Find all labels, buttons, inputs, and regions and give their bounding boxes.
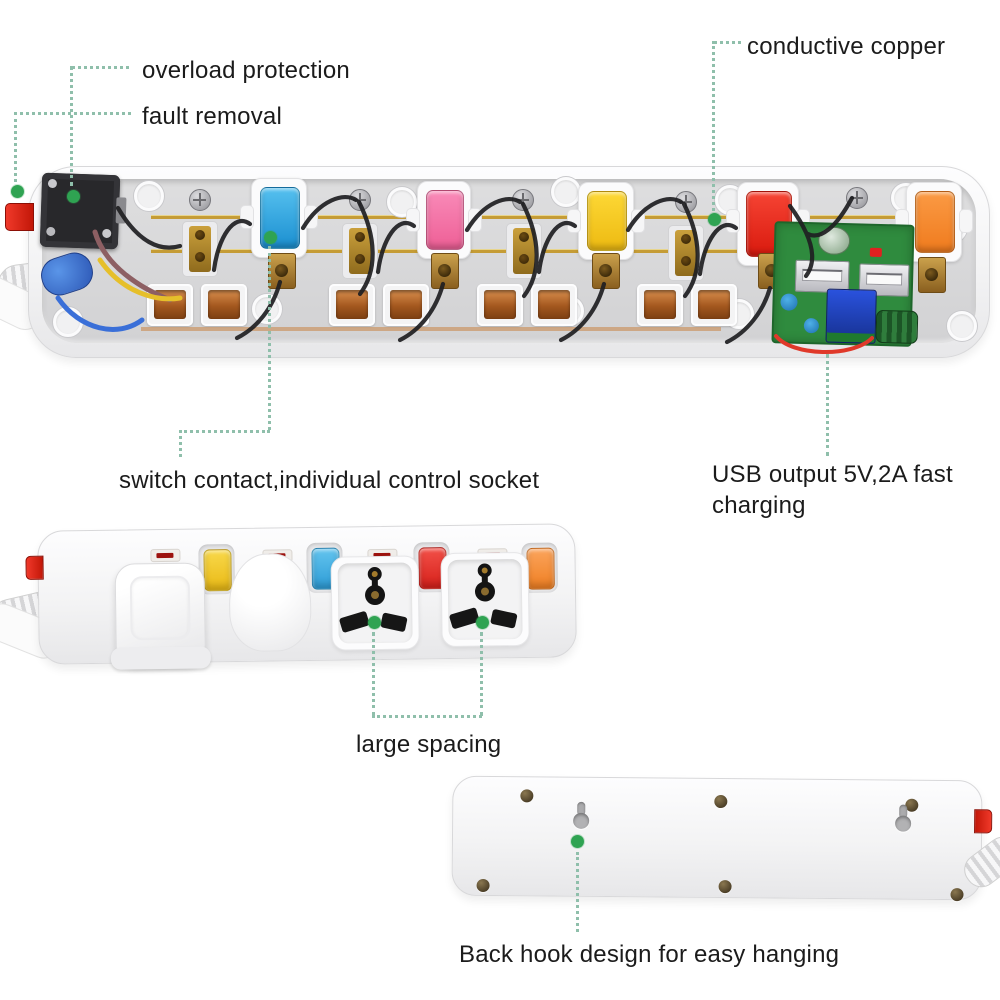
copper-socket-contact (329, 284, 375, 326)
copper-busbar-neutral (151, 250, 819, 253)
marker-dot-keyhole (571, 835, 584, 848)
transformer-blue (825, 288, 877, 344)
mounting-screw (349, 189, 371, 211)
screw-post (134, 181, 164, 211)
marker-dot-socket-left (368, 616, 381, 629)
led-red (869, 247, 882, 258)
rocker-switch-blue-frame (240, 178, 318, 258)
hanging-keyhole-left (572, 801, 590, 833)
breaker-terminal-tab (115, 197, 127, 224)
inductor-green (875, 309, 919, 344)
switch-terminal (431, 253, 459, 289)
leader-spacing-v1 (372, 632, 375, 716)
label-usb-output: USB output 5V,2A fast charging (712, 461, 953, 519)
power-strip-internal-view (5, 166, 990, 358)
switch-contact-tower (506, 223, 542, 279)
breaker-screw (102, 228, 112, 239)
universal-socket-right (440, 551, 530, 648)
mounting-screw (675, 191, 697, 213)
hanging-keyhole-right (894, 804, 912, 836)
rocker-switch-pink-frame (406, 181, 482, 259)
case-screw (714, 794, 728, 809)
leader-copper-h (714, 41, 741, 44)
capacitor-small (803, 317, 820, 334)
universal-socket-left (330, 555, 420, 651)
leader-spacing-v2 (480, 632, 483, 716)
power-strip-back-view (451, 775, 993, 902)
usb-charging-board (771, 221, 919, 347)
copper-socket-contact (383, 284, 429, 326)
switch-terminal (592, 253, 620, 289)
power-strip-front-view (25, 523, 577, 670)
copper-ground-strip (141, 327, 721, 331)
case-screw (520, 789, 534, 803)
leader-overload-v (70, 66, 73, 186)
screw-post (387, 187, 417, 217)
label-fault-removal: fault removal (142, 103, 282, 130)
marker-dot-switch (264, 231, 277, 244)
reset-button (5, 203, 34, 231)
socket-dome-cover (228, 552, 312, 653)
leader-hook-v (576, 852, 579, 932)
copper-socket-contact (531, 284, 577, 326)
back-reset-button (974, 809, 993, 834)
marker-dot-busbar (708, 213, 721, 226)
capacitor-small (780, 293, 798, 311)
leader-switch-h (179, 430, 270, 433)
leader-switch-v2 (179, 430, 182, 457)
label-conductive-copper: conductive copper (747, 33, 946, 60)
copper-socket-contact (477, 284, 523, 326)
switch-contact-tower (182, 221, 218, 277)
front-reset-button (25, 555, 44, 580)
copper-socket-contact (637, 284, 683, 326)
leader-copper-v (712, 41, 715, 211)
mounting-screw (189, 189, 211, 211)
case-screw (718, 880, 732, 894)
case-screw (476, 878, 490, 893)
label-overload-protection: overload protection (142, 57, 350, 84)
rocker-switch-yellow-frame (567, 182, 645, 260)
switch-contact-tower (342, 223, 378, 279)
case-screw (950, 888, 964, 902)
marker-dot-socket-right (476, 616, 489, 629)
copper-busbar-live (151, 216, 941, 219)
marker-dot-reset (11, 185, 24, 198)
leader-fault-v (14, 112, 17, 182)
copper-socket-contact (691, 284, 737, 326)
leader-overload-h (72, 66, 129, 69)
label-large-spacing: large spacing (356, 731, 502, 758)
rocker-switch-yellow (587, 191, 627, 251)
screw-post (947, 311, 977, 341)
switch-contact-tower (668, 225, 704, 281)
circuit-breaker (39, 172, 127, 250)
screw-post (551, 177, 581, 207)
label-back-hook: Back hook design for easy hanging (459, 941, 840, 968)
indicator-light (150, 548, 181, 563)
mounting-screw (512, 189, 534, 211)
mounting-screw (846, 187, 868, 209)
rocker-switch-orange (915, 191, 955, 253)
leader-spacing-h (372, 715, 482, 718)
leader-switch-v1 (268, 246, 271, 430)
uk-plug (110, 562, 212, 670)
rocker-switch-pink (426, 190, 464, 250)
marker-dot-breaker (67, 190, 80, 203)
screw-post (252, 294, 282, 324)
copper-socket-contact (201, 284, 247, 326)
copper-socket-contact (147, 284, 193, 326)
rocker-switch-orange-frame (895, 182, 973, 262)
switch-terminal (918, 257, 946, 293)
breaker-screw (46, 226, 56, 237)
label-switch-contact: switch contact,individual control socket (119, 467, 540, 494)
breaker-screw (47, 178, 58, 189)
leader-fault-h (14, 112, 131, 115)
coil-component (817, 226, 851, 256)
switch-terminal (268, 253, 296, 289)
screw-post (53, 307, 83, 337)
leader-usb-v (826, 354, 829, 456)
